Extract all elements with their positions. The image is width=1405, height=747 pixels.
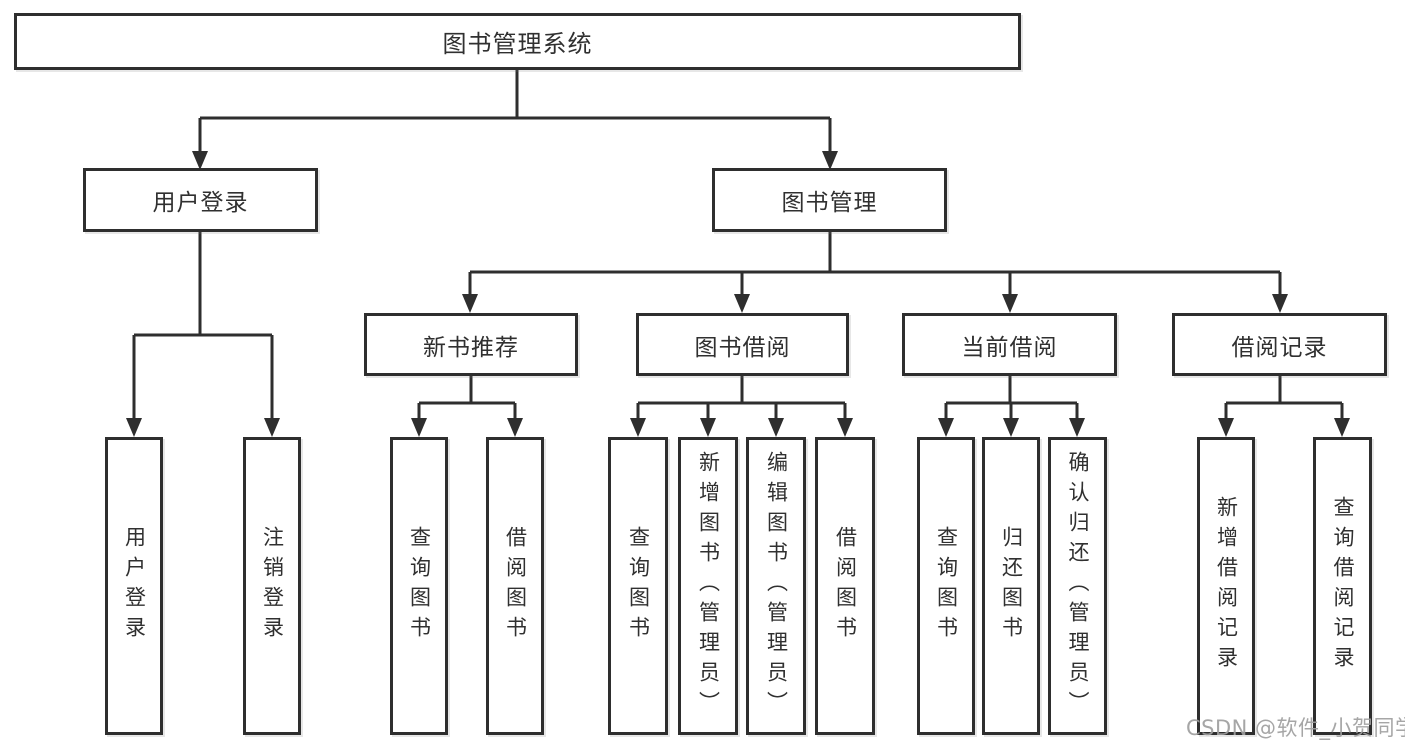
csdn-watermark: CSDN @软件_小贺同学 xyxy=(1186,716,1405,740)
node-add-borrow-record: 新增借阅记录 xyxy=(1197,437,1255,735)
node-query-books-current-label: 查询图书 xyxy=(934,526,959,646)
arrow-down-icon xyxy=(734,294,750,313)
node-borrow-books-recommend-label: 借阅图书 xyxy=(503,526,528,646)
node-borrow-books-recommend: 借阅图书 xyxy=(486,437,544,735)
arrow-down-icon xyxy=(126,418,142,437)
node-user-login-leaf: 用户登录 xyxy=(105,437,163,735)
node-query-books-recommend: 查询图书 xyxy=(390,437,448,735)
arrow-down-icon xyxy=(1272,294,1288,313)
node-book-borrowing: 图书借阅 xyxy=(636,313,849,376)
node-edit-books-admin: 编辑图书（管理员） xyxy=(746,437,806,735)
node-current-borrowing-label: 当前借阅 xyxy=(961,334,1058,361)
node-borrowing-records: 借阅记录 xyxy=(1172,313,1387,376)
node-return-books-label: 归还图书 xyxy=(999,526,1024,646)
node-current-borrowing: 当前借阅 xyxy=(902,313,1117,376)
node-logout-leaf-label: 注销登录 xyxy=(260,526,285,646)
node-query-books-current: 查询图书 xyxy=(917,437,975,735)
arrow-down-icon xyxy=(507,418,523,437)
node-new-book-recommendation: 新书推荐 xyxy=(364,313,578,376)
arrow-down-icon xyxy=(1069,418,1085,437)
node-add-borrow-record-label: 新增借阅记录 xyxy=(1214,496,1239,676)
node-library-management-system: 图书管理系统 xyxy=(14,13,1021,70)
arrow-down-icon xyxy=(462,294,478,313)
connector-edges xyxy=(132,69,1344,419)
node-edit-books-admin-label: 编辑图书（管理员） xyxy=(764,451,789,721)
node-book-management-label: 图书管理 xyxy=(781,190,878,216)
arrow-down-icon xyxy=(938,418,954,437)
arrow-down-icon xyxy=(822,151,838,170)
node-confirm-return-admin-label: 确认归还（管理员） xyxy=(1066,451,1090,721)
node-add-books-admin: 新增图书（管理员） xyxy=(678,437,738,735)
node-query-books-borrowing-label: 查询图书 xyxy=(626,526,651,646)
arrow-down-icon xyxy=(837,418,853,437)
arrow-down-icon xyxy=(768,418,784,437)
arrow-down-icon xyxy=(411,418,427,437)
node-confirm-return-admin: 确认归还（管理员） xyxy=(1048,437,1107,735)
node-user-login-leaf-label: 用户登录 xyxy=(122,526,147,646)
arrowheads xyxy=(126,151,1350,437)
node-add-books-admin-label: 新增图书（管理员） xyxy=(696,451,721,721)
node-borrow-books-borrowing-label: 借阅图书 xyxy=(833,526,858,646)
node-new-book-recommendation-label: 新书推荐 xyxy=(423,334,519,361)
arrow-down-icon xyxy=(630,418,646,437)
arrow-down-icon xyxy=(1218,418,1234,437)
node-query-books-recommend-label: 查询图书 xyxy=(407,526,432,646)
arrow-down-icon xyxy=(192,151,208,170)
node-return-books: 归还图书 xyxy=(982,437,1040,735)
node-query-borrow-record: 查询借阅记录 xyxy=(1313,437,1372,735)
node-library-management-system-label: 图书管理系统 xyxy=(442,30,593,58)
arrow-down-icon xyxy=(1003,418,1019,437)
arrow-down-icon xyxy=(264,418,280,437)
node-user-login: 用户登录 xyxy=(83,168,318,232)
node-borrowing-records-label: 借阅记录 xyxy=(1231,334,1328,361)
node-query-books-borrowing: 查询图书 xyxy=(608,437,668,735)
node-logout-leaf: 注销登录 xyxy=(243,437,301,735)
node-user-login-label: 用户登录 xyxy=(152,190,249,216)
node-book-borrowing-label: 图书借阅 xyxy=(694,334,791,361)
arrow-down-icon xyxy=(1002,294,1018,313)
node-query-borrow-record-label: 查询借阅记录 xyxy=(1331,496,1355,676)
node-book-management: 图书管理 xyxy=(712,168,947,232)
arrow-down-icon xyxy=(700,418,716,437)
node-borrow-books-borrowing: 借阅图书 xyxy=(815,437,875,735)
arrow-down-icon xyxy=(1334,418,1350,437)
